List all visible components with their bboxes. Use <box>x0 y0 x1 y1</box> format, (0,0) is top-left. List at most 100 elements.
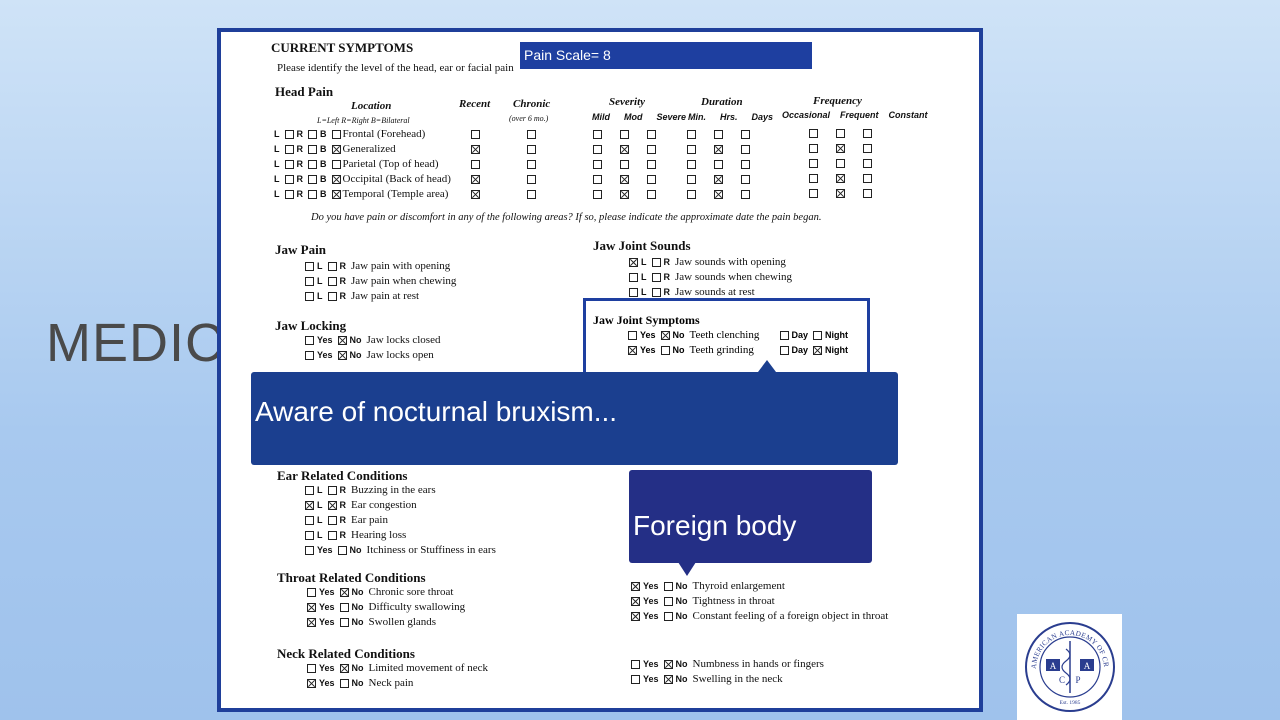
option-label: R <box>339 485 347 495</box>
checkbox <box>327 515 337 525</box>
checkbox <box>620 145 629 154</box>
lrb-checkbox <box>284 174 294 184</box>
checkbox <box>629 287 638 297</box>
checkbox <box>628 330 637 340</box>
checkbox <box>663 659 673 669</box>
logo-initial: P <box>1075 675 1080 685</box>
option-label: Day <box>791 330 809 340</box>
checkbox <box>327 530 337 540</box>
checkbox <box>741 190 750 199</box>
head-pain-location: Frontal (Forehead) <box>342 128 426 140</box>
option-label: L <box>641 272 647 282</box>
item-label: Jaw sounds at rest <box>675 286 755 298</box>
checkbox <box>527 190 536 199</box>
checkbox <box>327 261 337 271</box>
lrb-checkbox <box>331 159 341 169</box>
checkbox <box>663 596 673 606</box>
checkbox <box>647 160 656 169</box>
lrb-label: R <box>296 129 304 139</box>
checkbox <box>305 276 314 286</box>
checkbox <box>836 159 845 168</box>
head-pain-location: Parietal (Top of head) <box>342 158 439 170</box>
subheader-label: Days <box>751 112 774 122</box>
checkbox <box>593 160 602 169</box>
checkbox <box>305 530 314 540</box>
item-label: Difficulty swallowing <box>368 601 466 613</box>
subheader-label: Frequent <box>840 110 879 120</box>
checkbox <box>813 345 823 355</box>
lrb-checkbox <box>284 189 294 199</box>
option-label: R <box>663 287 671 297</box>
lrb-label: B <box>320 159 327 169</box>
option-label: Night <box>825 345 849 355</box>
jaw-joint-sounds-heading: Jaw Joint Sounds <box>593 238 691 253</box>
option-label: L <box>317 291 323 301</box>
checkbox <box>663 674 673 684</box>
checkbox <box>836 144 845 153</box>
option-label: Yes <box>319 587 335 597</box>
option-label: L <box>317 530 323 540</box>
option-label: R <box>339 261 347 271</box>
checkbox <box>809 129 818 138</box>
option-label: Yes <box>643 674 659 684</box>
checkbox <box>305 485 314 495</box>
checkbox <box>863 144 872 153</box>
checkbox <box>687 130 696 139</box>
lrb-label: R <box>296 174 304 184</box>
checkbox <box>339 587 349 597</box>
checkbox <box>327 291 337 301</box>
checkbox <box>527 130 536 139</box>
callout-bruxism: Aware of nocturnal bruxism... <box>251 372 898 465</box>
checkbox <box>631 674 640 684</box>
option-label: Night <box>825 330 849 340</box>
lrb-checkbox <box>331 174 341 184</box>
checkbox <box>305 545 314 555</box>
checkbox <box>651 272 661 282</box>
item-label: Teeth grinding <box>689 344 754 356</box>
checkbox <box>663 581 673 591</box>
item-label: Jaw pain at rest <box>351 290 420 302</box>
checkbox <box>687 190 696 199</box>
checkbox <box>647 145 656 154</box>
item-label: Thyroid enlargement <box>692 580 785 592</box>
checkbox <box>305 500 314 510</box>
item-label: Jaw pain when chewing <box>351 275 457 287</box>
option-label: L <box>641 287 647 297</box>
head-pain-location: Generalized <box>342 143 396 155</box>
lrb-label: R <box>296 189 304 199</box>
item-label: Jaw pain with opening <box>351 260 451 272</box>
item-label: Ear congestion <box>351 499 417 511</box>
lrb-label: B <box>320 189 327 199</box>
checkbox <box>307 617 316 627</box>
checkbox <box>305 515 314 525</box>
option-label: No <box>351 663 364 673</box>
option-label: No <box>675 581 688 591</box>
checkbox <box>527 145 536 154</box>
lrb-checkbox <box>331 129 341 139</box>
form-title: CURRENT SYMPTOMS <box>271 40 414 55</box>
checkbox <box>631 659 640 669</box>
lrb-checkbox <box>284 129 294 139</box>
option-label: Yes <box>319 602 335 612</box>
col-duration: Duration <box>701 96 743 108</box>
option-label: No <box>349 350 362 360</box>
lrb-checkbox <box>308 189 317 199</box>
option-label: R <box>339 530 347 540</box>
checkbox <box>714 160 723 169</box>
checkbox <box>663 611 673 621</box>
option-label: Day <box>791 345 809 355</box>
